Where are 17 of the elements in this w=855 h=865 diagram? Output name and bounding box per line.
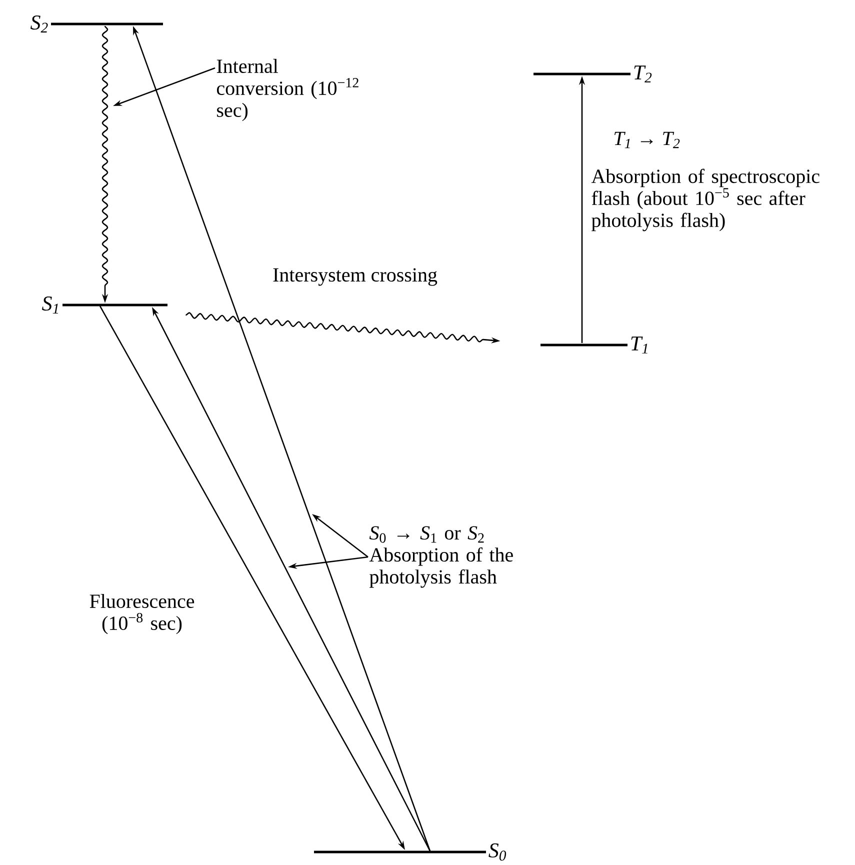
annotation-text: Absorption of the photolysis flash bbox=[369, 547, 513, 588]
annotation-text: S$_{0}$ → S$_{1}$ or S$_{2}$ bbox=[369, 526, 484, 543]
annotation-text: Internal conversion (10$^{−12}$ sec) bbox=[216, 58, 358, 122]
node-label: S$_{2}$ bbox=[30, 15, 48, 33]
energy-level: S$_{2}$ bbox=[30, 16, 163, 32]
edge-label: Fluorescence (10$^{−8}$ sec) bbox=[90, 594, 194, 634]
transition-label: T$_{1}$ → T$_{2}$ bbox=[614, 132, 680, 148]
energy-level: S$_{0}$ bbox=[314, 843, 506, 861]
edge-label: Absorption of spectroscopic flash (about 10$^{−5}$ sec after photolysis flash) bbox=[591, 168, 820, 232]
energy-level: T$_{2}$ bbox=[534, 66, 652, 82]
energy-level: S$_{1}$ bbox=[42, 296, 168, 314]
node-label: S$_{1}$ bbox=[42, 296, 58, 314]
node-label: T$_{2}$ bbox=[634, 66, 652, 82]
edge-label: Intersystem crossing bbox=[273, 268, 438, 286]
node-label: S$_{0}$ bbox=[488, 843, 506, 861]
energy-level: T$_{1}$ bbox=[540, 336, 648, 354]
node-label: T$_{1}$ bbox=[631, 336, 648, 354]
